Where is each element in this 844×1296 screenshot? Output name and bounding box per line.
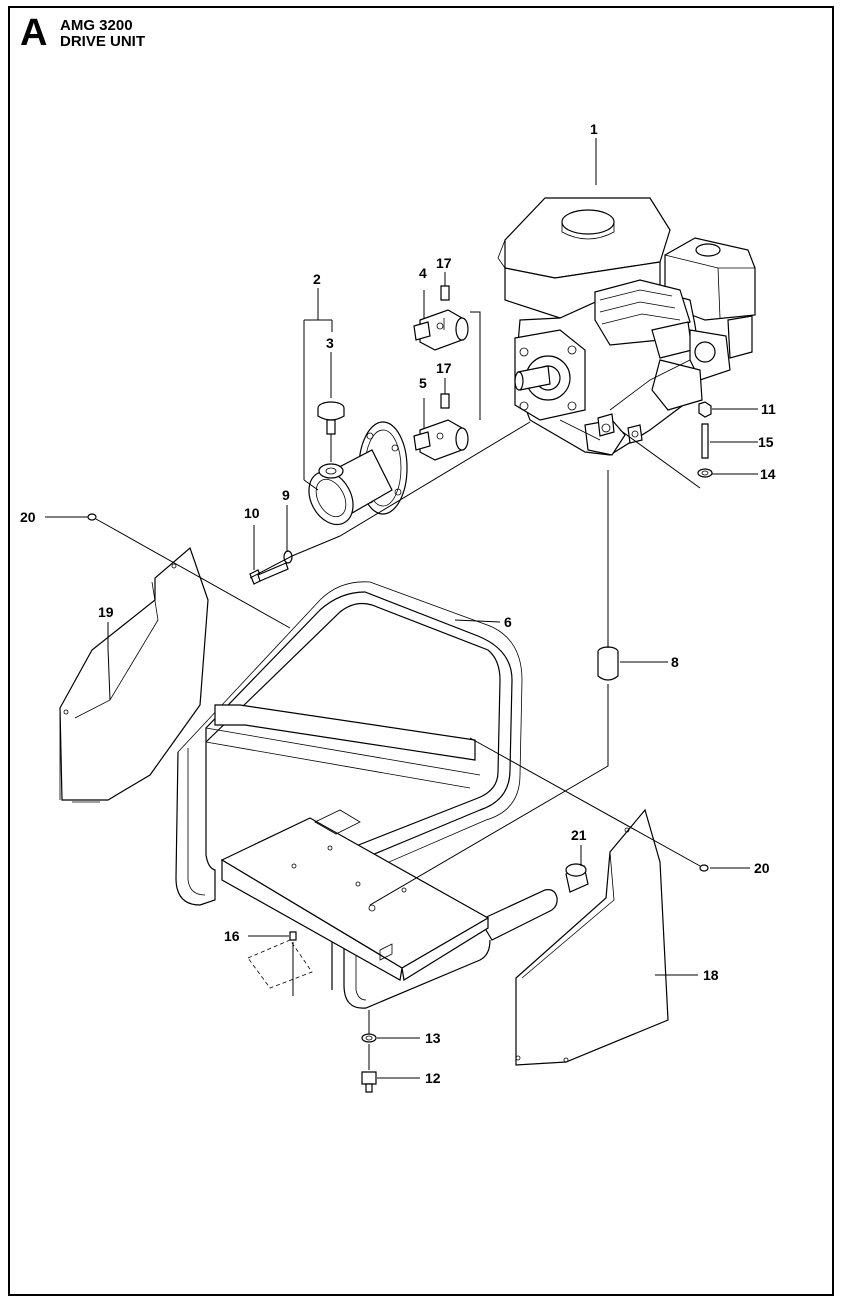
plug-part-3 xyxy=(317,401,345,435)
title-block: AMG 3200 DRIVE UNIT xyxy=(60,18,145,50)
side-shield-part-19 xyxy=(59,546,209,803)
washer-part-13 xyxy=(361,1033,377,1043)
set-screw-part-17 xyxy=(440,285,450,409)
callout-20-left: 20 xyxy=(20,509,36,525)
stud-part-15 xyxy=(701,423,709,459)
washer-part-9 xyxy=(283,550,293,564)
screw-part-16 xyxy=(247,931,313,989)
callout-6: 6 xyxy=(504,614,512,630)
callout-19: 19 xyxy=(98,604,114,620)
callout-4: 4 xyxy=(419,265,427,281)
callout-5: 5 xyxy=(419,375,427,391)
callout-3: 3 xyxy=(326,335,334,351)
callout-17-lower: 17 xyxy=(436,360,452,376)
bolt-part-12 xyxy=(361,1071,377,1093)
model-name: AMG 3200 xyxy=(60,17,133,34)
callout-14: 14 xyxy=(760,466,776,482)
section-letter: A xyxy=(20,12,48,54)
engine-part-1 xyxy=(497,197,756,456)
coupling-half-part-5 xyxy=(413,419,469,461)
callout-20-right: 20 xyxy=(754,860,770,876)
callout-13: 13 xyxy=(425,1030,441,1046)
callout-18: 18 xyxy=(703,967,719,983)
callout-12: 12 xyxy=(425,1070,441,1086)
nut-part-11 xyxy=(698,401,712,418)
side-shield-part-18 xyxy=(515,808,669,1066)
callout-11: 11 xyxy=(761,401,776,417)
bolt-part-10 xyxy=(249,562,289,585)
callout-10: 10 xyxy=(244,505,260,521)
cap-part-21 xyxy=(565,863,589,893)
frame-part-6 xyxy=(175,581,558,1009)
washer-part-14 xyxy=(697,468,713,478)
callout-8: 8 xyxy=(671,654,679,670)
callout-21: 21 xyxy=(571,827,587,843)
leader-lines xyxy=(45,138,758,1079)
callout-labels: 1 2 3 4 17 17 5 9 10 20 19 6 8 11 15 14 … xyxy=(20,121,776,1086)
callout-17-upper: 17 xyxy=(436,255,452,271)
rubber-mount-part-8 xyxy=(597,646,619,681)
diagram-title: DRIVE UNIT xyxy=(60,33,146,50)
callout-1: 1 xyxy=(590,121,598,137)
callout-9: 9 xyxy=(282,487,290,503)
callout-16: 16 xyxy=(224,928,240,944)
callout-2: 2 xyxy=(313,271,321,287)
coupling-half-part-4 xyxy=(413,309,469,351)
pump-housing-part-2 xyxy=(308,421,408,526)
screw-part-20 xyxy=(87,513,709,872)
callout-15: 15 xyxy=(758,434,774,450)
